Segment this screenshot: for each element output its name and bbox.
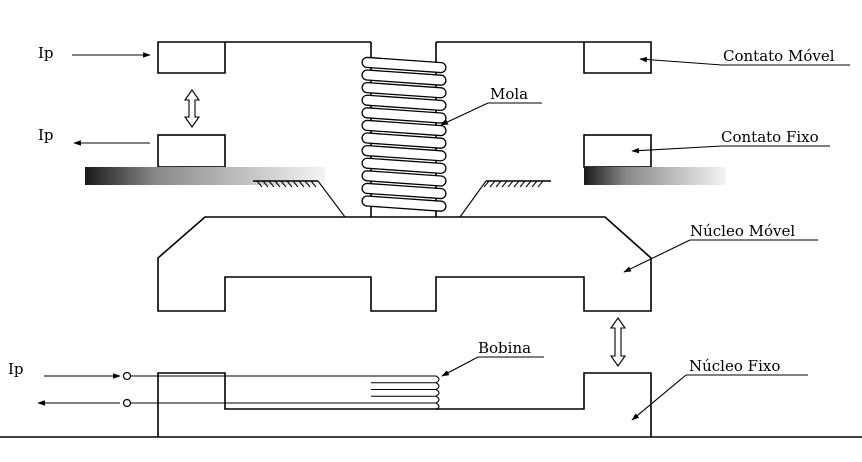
double-arrow-icon — [183, 89, 201, 128]
hatch-line — [286, 180, 293, 188]
terminal-circle-icon-2 — [122, 398, 132, 408]
coil-winding — [371, 388, 440, 397]
spring-coil — [361, 182, 447, 200]
spring-coil — [361, 69, 447, 86]
hatch-line — [489, 180, 496, 188]
spring-coil — [361, 119, 447, 137]
coil-winding — [371, 382, 440, 390]
double-arrow-icon-2 — [609, 317, 627, 367]
contato-fixo-right — [583, 134, 726, 185]
label-bobina: Bobina — [478, 339, 531, 357]
label-ip-top: Ip — [38, 44, 54, 62]
hatch-line — [310, 180, 317, 188]
hatch-line — [507, 180, 514, 188]
terminal-circle-icon — [122, 371, 132, 381]
leader-bobina — [441, 356, 544, 377]
hatch-line — [495, 180, 502, 188]
spring-coil — [361, 144, 447, 162]
spring-coil — [361, 170, 447, 187]
mola-spring — [361, 42, 447, 217]
leader-contato-fixo — [631, 145, 830, 154]
hatch-line — [274, 180, 281, 188]
leader-nucleo-fixo — [631, 374, 808, 421]
spring-coil — [361, 56, 447, 74]
hatch-line — [292, 180, 299, 188]
hatch-line — [537, 180, 544, 188]
spring-coil — [361, 132, 447, 149]
hatch-line — [262, 180, 269, 188]
spring-coil — [361, 81, 447, 99]
label-mola: Mola — [490, 85, 528, 103]
hatch-line — [525, 180, 532, 188]
hatch-support-left — [253, 180, 346, 218]
label-contato-movel: Contato Móvel — [723, 47, 835, 65]
contato-movel-bar — [157, 41, 652, 74]
nucleo-fixo-shape — [0, 372, 862, 438]
ground-right — [584, 167, 726, 185]
leader-mola — [440, 102, 542, 126]
hatch-support-right — [459, 180, 551, 218]
label-ip-bottom: Ip — [8, 360, 24, 378]
hatch-line — [304, 180, 311, 188]
hatch-line — [268, 180, 275, 188]
spring-coil — [361, 107, 447, 124]
label-nucleo-movel: Núcleo Móvel — [690, 222, 795, 240]
hatch-line — [513, 180, 520, 188]
hatch-line — [531, 180, 538, 188]
spring-coil — [361, 157, 447, 175]
coil-winding — [371, 395, 440, 404]
hatch-line — [256, 180, 263, 188]
ground-left — [85, 167, 325, 185]
hatch-line — [501, 180, 508, 188]
leader-contato-movel — [639, 56, 850, 66]
spring-coil — [361, 94, 447, 112]
label-ip-mid: Ip — [38, 126, 54, 144]
coil-winding — [371, 375, 440, 384]
hatch-line — [280, 180, 287, 188]
spring-coil — [361, 195, 447, 212]
coil-winding — [371, 402, 440, 411]
bobina-coil — [130, 375, 440, 411]
hatch-line — [298, 180, 305, 188]
label-nucleo-fixo: Núcleo Fixo — [689, 357, 780, 375]
label-contato-fixo: Contato Fixo — [721, 128, 819, 146]
hatch-line — [519, 180, 526, 188]
hatch-line — [483, 180, 490, 188]
nucleo-movel-shape — [157, 216, 652, 312]
leader-nucleo-movel — [623, 239, 818, 273]
